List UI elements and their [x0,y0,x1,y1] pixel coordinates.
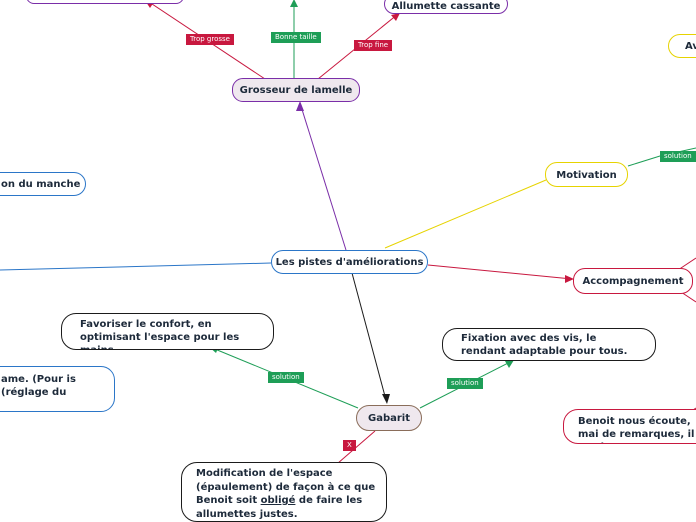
link-root-left [0,262,272,271]
node-lame-label: ame. (Pour is (réglage du [1,374,76,398]
arrow-grosseur [296,101,304,111]
link-root-grosseur [299,102,347,251]
node-allumette-label: Allumette cassante [391,1,501,12]
arrow-gabarit [382,394,390,404]
tag-solution-confort: solution [268,372,304,383]
node-av-label: Av [685,41,696,52]
link-root-gabarit [351,272,387,401]
tag-trop-fine: Trop fine [354,40,393,51]
modification-line-3: Benoit soit obligé de faire les [196,495,363,506]
modification-line-2: (épaulement) de façon à ce que [196,481,376,493]
node-fixation[interactable]: Fixation avec des vis, le rendant adapta… [442,328,656,361]
node-manche-label: on du manche [1,179,81,190]
underlined-word: obligé [260,495,296,506]
tag-solution-fixation: solution [447,378,483,389]
node-allumette-cassante[interactable]: Allumette cassante [384,0,508,14]
modification-line-1: Modification de l'espace [196,468,333,479]
node-accompagnement-label: Accompagnement [582,276,684,287]
link-root-motivation [384,179,547,249]
node-modification[interactable]: Modification de l'espace (épaulement) de… [181,462,387,522]
node-root[interactable]: Les pistes d'améliorations [271,250,428,274]
link-root-accompagnement [427,264,573,280]
node-confort[interactable]: Favoriser le confort, en optimisant l'es… [61,313,274,350]
tag-bonne-taille: Bonne taille [271,32,321,43]
node-root-label: Les pistes d'améliorations [275,257,424,268]
node-av[interactable]: Av [668,34,696,58]
node-gabarit-label: Gabarit [367,413,410,424]
tag-x-gabarit: X [343,440,356,451]
node-benoit[interactable]: Benoit nous écoute, mai de remarques, il… [563,409,696,444]
node-fixation-label: Fixation avec des vis, le rendant adapta… [461,333,628,357]
node-motivation[interactable]: Motivation [545,162,628,187]
arrow-accompagnement [565,275,574,283]
node-grosseur-label: Grosseur de lamelle [239,85,353,96]
tag-trop-grosse: Trop grosse [186,34,234,45]
node-accompagnement[interactable]: Accompagnement [573,268,693,294]
node-lame[interactable]: ame. (Pour is (réglage du [0,366,115,412]
arrow-bonnetaille [290,0,298,7]
node-motivation-label: Motivation [556,170,617,181]
node-benoit-label: Benoit nous écoute, mai de remarques, il… [578,416,695,443]
node-top-left-partial[interactable] [26,0,184,4]
modification-line-4: allumettes justes. [196,508,298,520]
arrow-fixation [505,360,514,368]
arrow-allumette [391,13,400,21]
node-gabarit[interactable]: Gabarit [356,405,422,431]
tag-solution-motivation: solution [660,151,696,162]
node-manche[interactable]: on du manche [0,172,86,196]
node-grosseur[interactable]: Grosseur de lamelle [232,78,360,102]
node-confort-label: Favoriser le confort, en optimisant l'es… [80,319,240,349]
